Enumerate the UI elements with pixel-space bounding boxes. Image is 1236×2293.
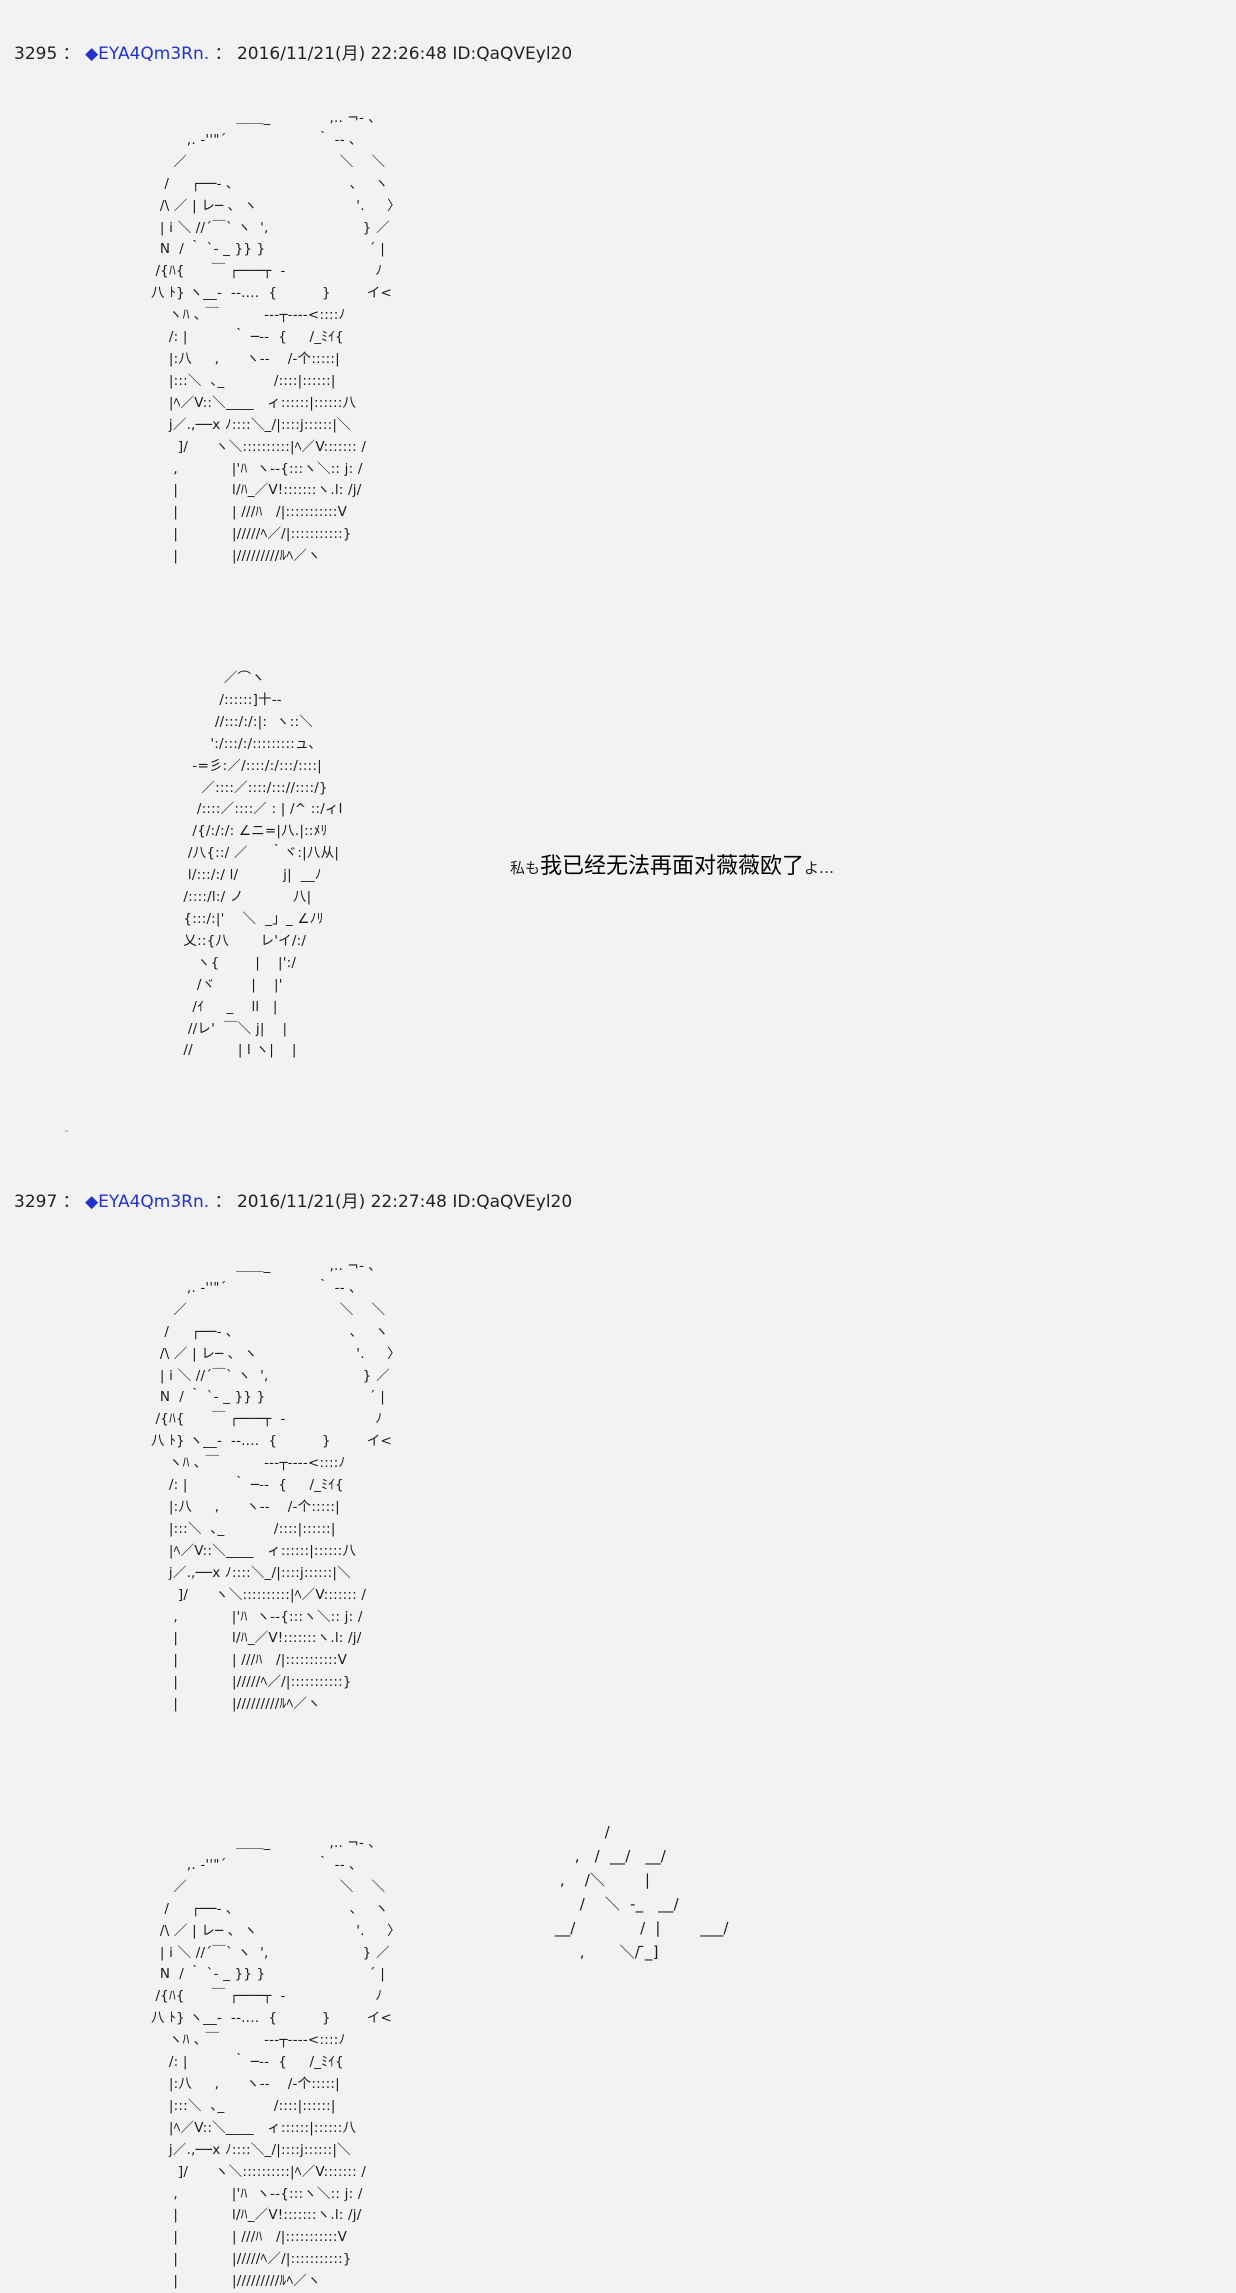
- divider-dots: ¨: [64, 1130, 69, 1141]
- post-header: 3297 ： ◆EYA4Qm3Rn. ： 2016/11/21(月) 22:27…: [14, 1191, 572, 1213]
- ascii-art-hooded-figure: ＿＿_ ,.. ¬- ､ ,. ‐''"´ ｀ ‐- ､ ／ ＼ ＼ / ┌──…: [150, 1258, 401, 1713]
- post-header: 3295 ： ◆EYA4Qm3Rn. ： 2016/11/21(月) 22:26…: [14, 43, 572, 65]
- post-date: 2016/11/21(月) 22:26:48: [236, 44, 447, 64]
- separator: ：: [62, 1192, 80, 1212]
- original-japanese-text: 私も: [510, 859, 541, 877]
- separator: ：: [214, 1192, 232, 1212]
- post-id[interactable]: ID:QaQVEyl20: [452, 44, 573, 64]
- translated-text: 我已经无法再面对薇薇欧了: [540, 854, 805, 879]
- original-trailing-text: よ…: [804, 859, 835, 877]
- ascii-art-hooded-figure-partial: ＿＿_ ,.. ¬- ､ ,. ‐''"´ ｀ ‐- ､ ／ ＼ ＼ / ┌──…: [150, 1835, 401, 2290]
- separator: ：: [62, 44, 80, 64]
- post-date: 2016/11/21(月) 22:27:48: [236, 1192, 447, 1212]
- post-id[interactable]: ID:QaQVEyl20: [452, 1192, 573, 1212]
- translation-caption: 私も我已经无法再面对薇薇欧了よ…: [510, 852, 834, 883]
- ascii-art-katakana: / , / __/ __/ , /＼ | / ＼ ‐_ __/ __/ / | …: [554, 1823, 729, 1961]
- poster-trip[interactable]: ◆EYA4Qm3Rn.: [85, 44, 210, 64]
- poster-trip[interactable]: ◆EYA4Qm3Rn.: [85, 1192, 210, 1212]
- ascii-art-leaning-figure: ／⌒ヽ /::::::]十‐- //:::/:/:|: ヽ::＼ ':/:::/…: [183, 670, 343, 1059]
- separator: ：: [214, 44, 232, 64]
- ascii-art-hooded-figure: ＿＿_ ,.. ¬- ､ ,. ‐''"´ ｀ ‐- ､ ／ ＼ ＼ / ┌──…: [150, 110, 401, 565]
- post-number[interactable]: 3295: [14, 44, 58, 64]
- post-number[interactable]: 3297: [14, 1192, 58, 1212]
